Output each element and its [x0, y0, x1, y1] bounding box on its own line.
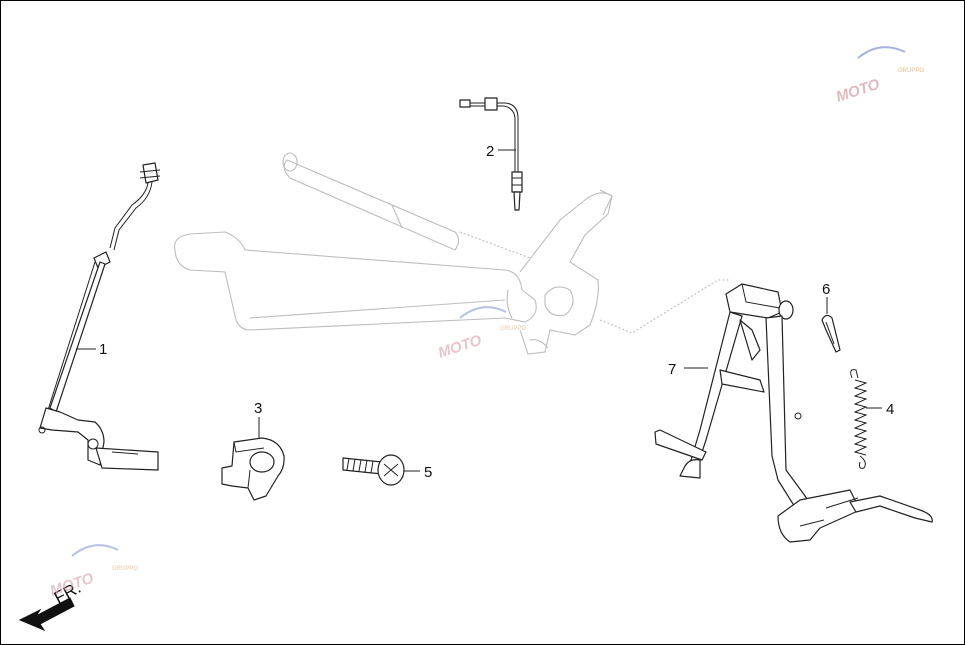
- callout-5: 5: [424, 464, 432, 481]
- callout-1: 1: [99, 341, 107, 358]
- svg-text:MOTO: MOTO: [436, 332, 484, 362]
- part-6-clip: 6: [821, 281, 841, 353]
- callout-6: 6: [822, 281, 830, 298]
- callout-3: 3: [254, 400, 262, 417]
- part-1-sidestand-switch: 1: [38, 162, 161, 471]
- part-2-sensor-cable: 2: [459, 97, 523, 211]
- watermark-logo-middle: MOTO GRUPPO: [436, 306, 526, 362]
- ghost-frame-parts: [174, 152, 730, 355]
- part-7-main-stand: 7: [654, 283, 933, 543]
- part-3-bracket: 3: [221, 400, 285, 501]
- part-5-screw: 5: [342, 454, 432, 486]
- callout-4: 4: [886, 401, 894, 418]
- svg-text:GRUPPO: GRUPPO: [112, 566, 138, 572]
- watermark-logo-top: MOTO GRUPPO: [834, 46, 924, 106]
- callout-2: 2: [486, 143, 494, 160]
- svg-text:MOTO: MOTO: [834, 76, 882, 106]
- callout-7: 7: [668, 361, 676, 378]
- watermark-logo-bottom: MOTO GRUPPO: [48, 544, 138, 600]
- svg-text:GRUPPO: GRUPPO: [898, 68, 924, 74]
- part-4-spring: 4: [850, 369, 894, 469]
- svg-text:GRUPPO: GRUPPO: [500, 326, 526, 332]
